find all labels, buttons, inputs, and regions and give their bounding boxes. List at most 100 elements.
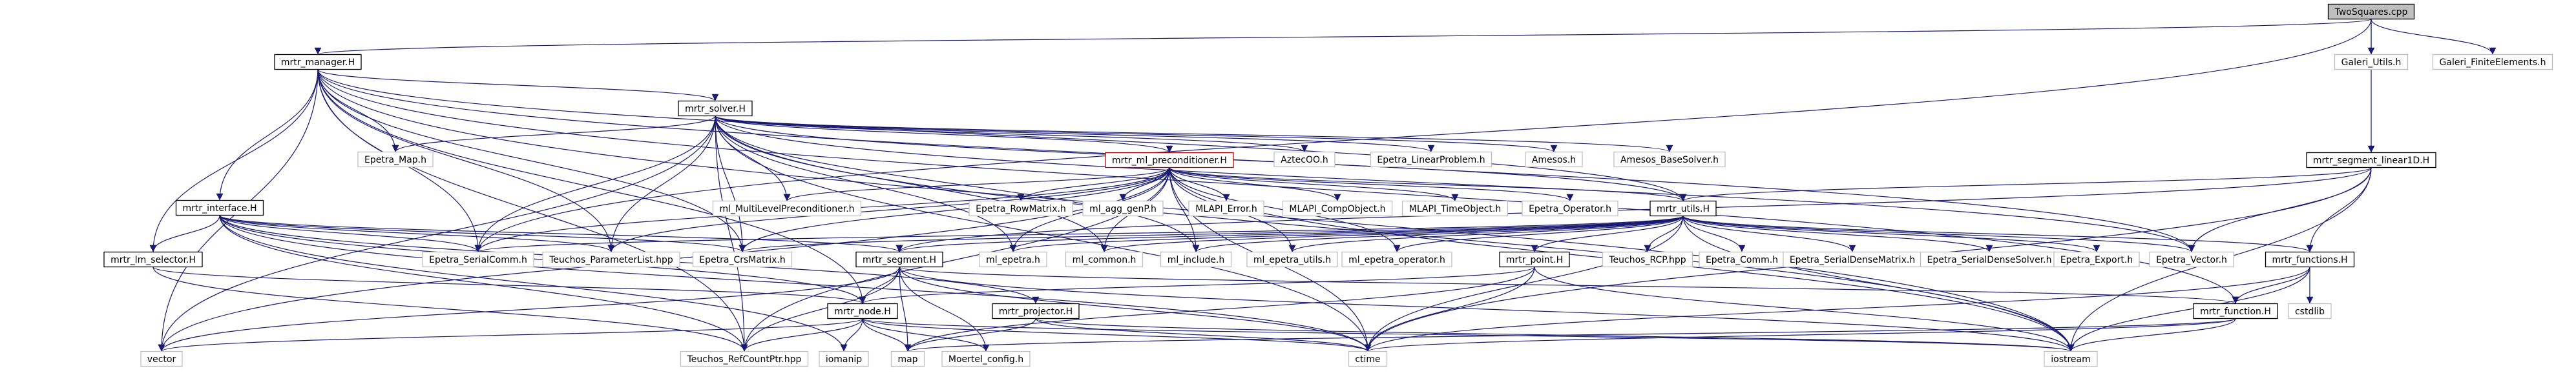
node-ml-multilevel[interactable]: ml_MultiLevelPreconditioner.h	[712, 200, 862, 217]
node-mrtr-segment[interactable]: mrtr_segment.H	[855, 251, 943, 268]
node-mrtr-functions[interactable]: mrtr_functions.H	[2265, 251, 2355, 268]
node-ml-epetra-utils[interactable]: ml_epetra_utils.h	[1246, 251, 1338, 268]
edge-mrtr-ml-precond-to-mlapi-compobj	[1169, 167, 1341, 201]
node-epetra-rowmatrix[interactable]: Epetra_RowMatrix.h	[969, 200, 1073, 217]
node-ml-common[interactable]: ml_common.h	[1065, 251, 1144, 268]
edge-mrtr-manager-to-mrtr-lm-selector	[149, 69, 319, 252]
edge-mrtr-manager-to-teuchos-paramlist	[317, 69, 615, 252]
node-epetra-linprob[interactable]: Epetra_LinearProblem.h	[1370, 151, 1492, 168]
node-label: mrtr_node.H	[834, 307, 891, 317]
node-galeri-fe[interactable]: Galeri_FiniteElements.h	[2432, 54, 2553, 70]
node-mlapi-error[interactable]: MLAPI_Error.h	[1188, 200, 1264, 217]
node-mrtr-function[interactable]: mrtr_function.H	[2193, 303, 2278, 319]
edge-mrtr-segment-to-ctime	[899, 267, 1372, 352]
edge-mrtr-solver-to-ctime	[715, 116, 1372, 352]
node-cstdlib[interactable]: cstdlib	[2288, 303, 2332, 319]
edge-mrtr-solver-to-ml-include	[715, 116, 1200, 252]
node-label: mrtr_segment.H	[863, 255, 936, 265]
node-label: Teuchos_RefCountPtr.hpp	[687, 354, 802, 365]
node-mlapi-compobj[interactable]: MLAPI_CompObject.h	[1282, 200, 1393, 217]
node-twosquares[interactable]: TwoSquares.cpp	[2327, 3, 2415, 20]
node-box	[1188, 200, 1264, 217]
edge-mrtr-functions-to-mrtr-function	[2232, 267, 2310, 304]
edge-mrtr-utils-to-ml-epetra	[1010, 215, 1684, 253]
node-box	[1649, 200, 1717, 217]
node-vector[interactable]: vector	[140, 350, 183, 367]
node-ml-epetra-operator[interactable]: ml_epetra_operator.h	[1341, 251, 1452, 268]
node-box	[1499, 251, 1570, 268]
node-box	[2288, 303, 2332, 319]
node-epetra-map[interactable]: Epetra_Map.h	[357, 151, 434, 168]
node-amesos[interactable]: Amesos.h	[1525, 151, 1583, 168]
node-label: ml_epetra_operator.h	[1348, 255, 1445, 265]
node-mrtr-solver[interactable]: mrtr_solver.H	[678, 100, 753, 117]
node-epetra-operator[interactable]: Epetra_Operator.h	[1522, 200, 1618, 217]
edge-mrtr-segment-to-map	[899, 267, 912, 352]
node-ml-include[interactable]: ml_include.h	[1160, 251, 1232, 268]
node-label: mrtr_segment_linear1D.H	[2313, 156, 2429, 166]
node-label: AztecOO.h	[1281, 155, 1328, 165]
node-label: cstdlib	[2295, 307, 2325, 317]
edge-mrtr-manager-to-mrtr-utils	[317, 69, 1687, 201]
node-mlapi-timeobj[interactable]: MLAPI_TimeObject.h	[1401, 200, 1509, 217]
node-box	[2265, 251, 2355, 268]
node-map[interactable]: map	[890, 350, 925, 367]
edge-mrtr-node-to-iostream	[862, 318, 2074, 352]
edge-mrtr-ml-precond-to-ml-multilevel	[783, 167, 1170, 202]
node-mrtr-ml-precond[interactable]: mrtr_ml_preconditioner.H	[1105, 152, 1234, 168]
node-mrtr-point[interactable]: mrtr_point.H	[1499, 251, 1570, 268]
node-iostream[interactable]: iostream	[2044, 350, 2098, 367]
node-teuchos-rcp[interactable]: Teuchos_RCP.hpp	[1602, 251, 1693, 268]
edge-mrtr-manager-to-mrtr-node	[317, 69, 866, 304]
node-label: mrtr_function.H	[2200, 307, 2271, 317]
node-box	[2306, 152, 2436, 168]
node-epetra-export[interactable]: Epetra_Export.h	[2053, 251, 2140, 268]
node-mrtr-manager[interactable]: mrtr_manager.H	[274, 54, 362, 70]
node-teuchos-refcountptr[interactable]: Teuchos_RefCountPtr.hpp	[680, 350, 809, 367]
edge-mrtr-utils-to-epetra-serialcomm	[475, 215, 1684, 253]
node-box	[274, 54, 362, 70]
node-mrtr-projector[interactable]: mrtr_projector.H	[992, 303, 1080, 319]
edge-mrtr-interface-to-epetra-serialcomm	[219, 215, 482, 252]
node-label: mrtr_utils.H	[1657, 204, 1710, 214]
edge-mrtr-projector-to-ctime	[1035, 318, 1372, 352]
node-box	[680, 350, 809, 367]
edge-mrtr-solver-to-epetra-linprob	[715, 115, 1434, 153]
node-epetra-serialcomm[interactable]: Epetra_SerialComm.h	[422, 251, 534, 268]
node-mrtr-segment-lin[interactable]: mrtr_segment_linear1D.H	[2306, 152, 2436, 168]
node-aztecoo[interactable]: AztecOO.h	[1273, 151, 1335, 168]
edge-mrtr-functions-to-iostream	[2067, 267, 2310, 352]
node-box	[1522, 200, 1618, 217]
node-iomanip[interactable]: iomanip	[819, 350, 869, 367]
node-mrtr-utils[interactable]: mrtr_utils.H	[1649, 200, 1717, 217]
node-epetra-serialdensematrix[interactable]: Epetra_SerialDenseMatrix.h	[1783, 251, 1922, 268]
node-ml-epetra[interactable]: ml_epetra.h	[979, 251, 1047, 268]
node-box	[140, 350, 183, 367]
edge-mrtr-node-to-vector	[158, 318, 863, 352]
edge-mrtr-utils-to-ml-common	[1100, 215, 1684, 253]
node-teuchos-paramlist[interactable]: Teuchos_ParameterList.hpp	[542, 251, 680, 268]
node-box	[1401, 200, 1509, 217]
node-epetra-vector[interactable]: Epetra_Vector.h	[2149, 251, 2234, 268]
node-amesos-base[interactable]: Amesos_BaseSolver.h	[1613, 151, 1726, 168]
node-box	[855, 251, 943, 268]
node-label: ml_epetra.h	[986, 255, 1040, 265]
edge-mrtr-utils-to-epetra-serialdensesolver	[1682, 216, 1993, 252]
node-mrtr-lm-selector[interactable]: mrtr_lm_selector.H	[103, 251, 203, 268]
edge-mrtr-node-to-iomanip	[840, 318, 863, 352]
node-epetra-crsmatrix[interactable]: Epetra_CrsMatrix.h	[692, 251, 793, 268]
node-box	[979, 251, 1047, 268]
node-mrtr-node[interactable]: mrtr_node.H	[827, 303, 898, 319]
node-mrtr-interface[interactable]: mrtr_interface.H	[175, 199, 264, 216]
node-ml-agg-genp[interactable]: ml_agg_genP.h	[1082, 200, 1164, 217]
node-label: Epetra_Comm.h	[1706, 255, 1778, 265]
node-moertel-config[interactable]: Moertel_config.h	[941, 350, 1031, 367]
edges-layer	[149, 18, 2497, 352]
node-epetra-comm[interactable]: Epetra_Comm.h	[1699, 251, 1785, 268]
node-label: TwoSquares.cpp	[2334, 7, 2408, 17]
node-ctime[interactable]: ctime	[1348, 350, 1388, 367]
edge-mrtr-solver-to-ml-epetra	[715, 116, 1017, 252]
node-galeri-utils[interactable]: Galeri_Utils.h	[2334, 54, 2409, 70]
node-epetra-serialdensesolver[interactable]: Epetra_SerialDenseSolver.h	[1920, 251, 2059, 268]
edge-mrtr-interface-to-mrtr-lm-selector	[149, 215, 220, 252]
